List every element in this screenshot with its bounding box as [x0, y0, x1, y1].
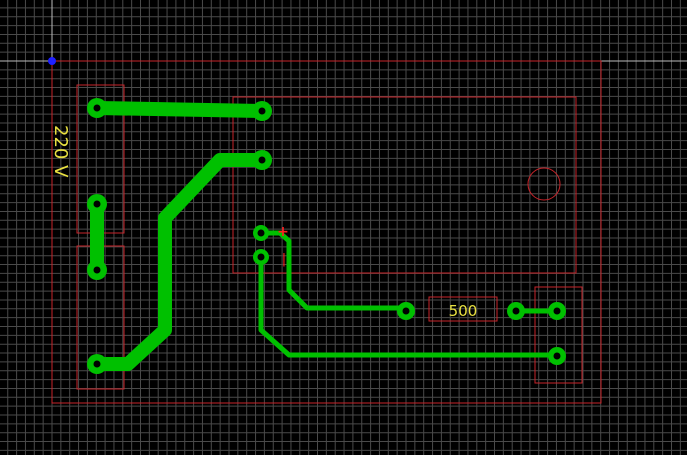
drill-hole [257, 253, 265, 261]
relay-outline[interactable] [232, 96, 577, 274]
trace-power-2[interactable] [90, 153, 269, 371]
resistor-value-label: 500 [449, 302, 478, 320]
drill-hole [512, 307, 520, 315]
drill-hole [402, 307, 410, 315]
drill-hole [93, 266, 101, 274]
trace-power-1[interactable] [90, 101, 269, 118]
trace-signal-1[interactable] [258, 230, 409, 311]
pads [87, 98, 566, 374]
resistor-outline[interactable] [428, 296, 498, 322]
board-outline[interactable] [51, 60, 602, 404]
power-label: 220 V [50, 125, 71, 178]
polarity-plus-label: + [277, 224, 289, 240]
drill-hole [93, 360, 101, 368]
relay-mark-circle [527, 167, 561, 201]
drill-hole [553, 307, 561, 315]
drill-hole [93, 104, 101, 112]
origin-marker-icon [48, 57, 56, 65]
drill-hole [258, 107, 266, 115]
trace-signal-2[interactable] [258, 254, 560, 358]
drill-hole [257, 229, 265, 237]
drill-hole [553, 352, 561, 360]
drill-hole [258, 156, 266, 164]
drill-hole [93, 200, 101, 208]
connector-outline-3[interactable] [534, 286, 583, 384]
polarity-minus-label: | [282, 252, 286, 267]
